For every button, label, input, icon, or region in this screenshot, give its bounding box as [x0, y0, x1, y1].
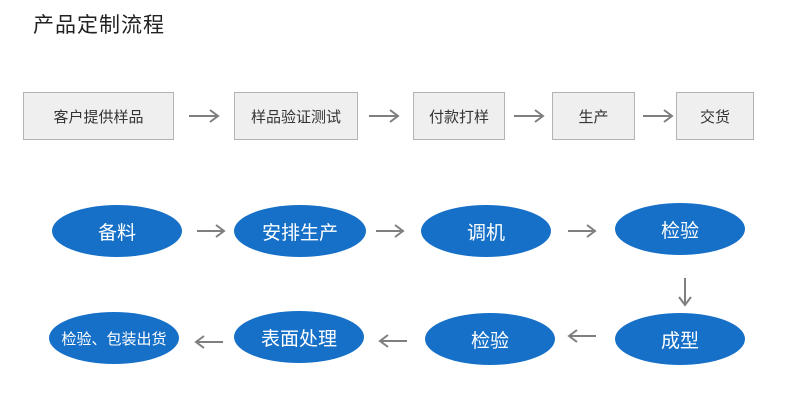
step-label: 生产 — [578, 107, 609, 126]
node-label: 备料 — [97, 221, 136, 244]
right-arrow-icon — [195, 223, 227, 239]
step-box-payment-sampling: 付款打样 — [413, 92, 505, 140]
step-label: 客户提供样品 — [53, 107, 144, 126]
left-arrow-icon — [566, 328, 598, 344]
node-label: 成型 — [660, 329, 699, 352]
left-arrow-icon — [193, 334, 225, 350]
process-node-machine-setup: 调机 — [421, 205, 551, 257]
node-label: 安排生产 — [261, 221, 338, 244]
step-label: 付款打样 — [428, 107, 489, 126]
step-box-sample-verify: 样品验证测试 — [234, 92, 358, 140]
right-arrow-icon — [374, 223, 406, 239]
node-label: 表面处理 — [260, 327, 337, 350]
step-label: 样品验证测试 — [250, 107, 341, 126]
right-arrow-icon — [641, 108, 675, 124]
step-box-customer-sample: 客户提供样品 — [23, 92, 174, 140]
right-arrow-icon — [512, 108, 546, 124]
left-arrow-icon — [377, 333, 409, 349]
node-label: 调机 — [466, 221, 505, 244]
right-arrow-icon — [566, 223, 598, 239]
right-arrow-icon — [367, 108, 401, 124]
step-label: 交货 — [699, 107, 730, 126]
step-box-delivery: 交货 — [676, 92, 754, 140]
process-node-prepare-materials: 备料 — [52, 205, 182, 257]
process-node-forming: 成型 — [615, 313, 745, 365]
down-arrow-icon — [677, 276, 693, 308]
node-label: 检验、包装出货 — [61, 329, 167, 348]
right-arrow-icon — [187, 108, 221, 124]
node-label: 检验 — [660, 219, 699, 242]
process-node-inspection-2: 检验 — [425, 313, 555, 365]
process-node-surface-treatment: 表面处理 — [234, 311, 364, 363]
page-title: 产品定制流程 — [33, 13, 165, 37]
node-label: 检验 — [470, 329, 509, 352]
process-node-inspect-pack-ship: 检验、包装出货 — [49, 312, 179, 364]
process-node-schedule-production: 安排生产 — [234, 205, 366, 257]
step-box-production: 生产 — [552, 92, 635, 140]
process-node-inspection-1: 检验 — [615, 203, 745, 255]
